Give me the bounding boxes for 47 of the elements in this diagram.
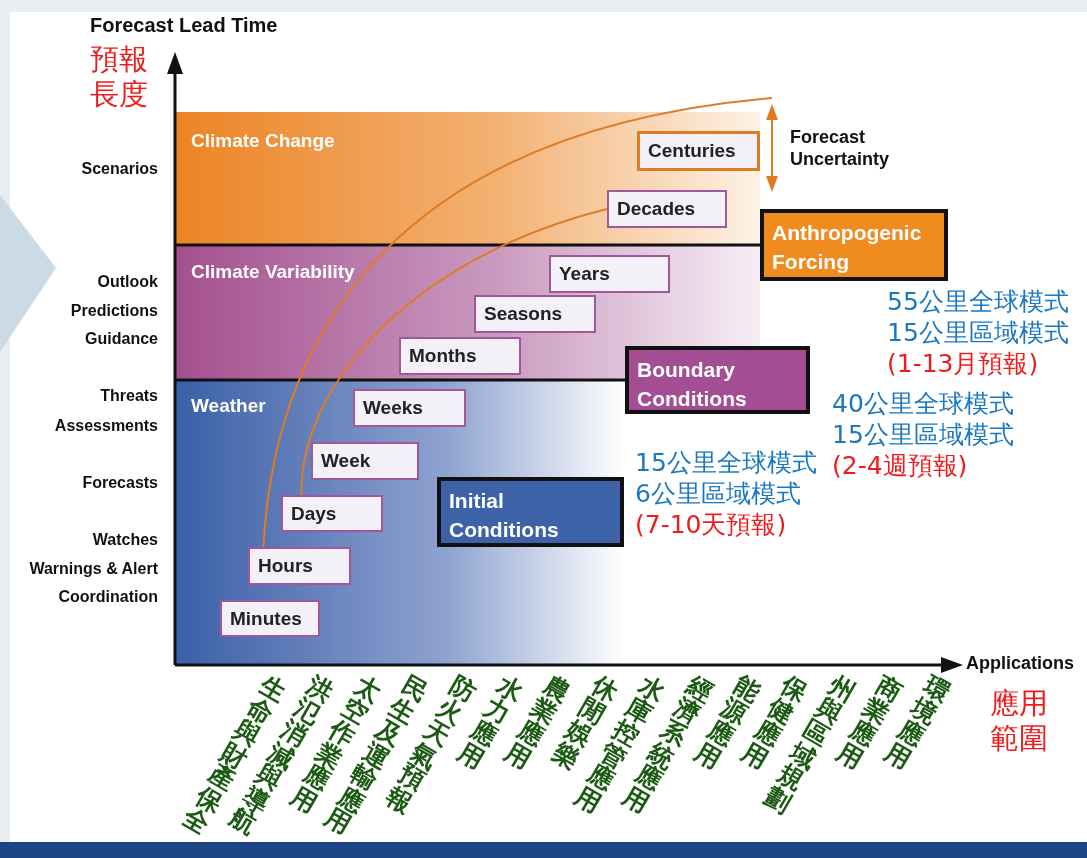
model-note: (2-4週預報): [832, 451, 968, 481]
axis-title: 應用範圍: [990, 686, 1049, 756]
axis-category-label: Assessments: [54, 416, 158, 436]
band-heading: Climate Variability: [191, 261, 355, 283]
time-scale-box: Minutes: [220, 600, 320, 637]
time-scale-box: Centuries: [637, 131, 760, 171]
model-note: 15公里區域模式: [887, 318, 1069, 348]
band-heading: Climate Change: [191, 130, 335, 152]
axis-category-label: Forecasts: [82, 473, 158, 493]
model-note: 55公里全球模式: [887, 287, 1069, 317]
axis-category-label: Predictions: [70, 301, 158, 321]
factor-box: Initial Conditions: [437, 477, 624, 547]
model-note: 15公里區域模式: [832, 420, 1014, 450]
axis-title: Forecast Lead Time: [90, 13, 278, 37]
time-scale-box: Decades: [607, 190, 727, 228]
model-note: 40公里全球模式: [832, 389, 1014, 419]
time-scale-box: Seasons: [474, 295, 596, 333]
model-note: 6公里區域模式: [635, 479, 801, 509]
zone-band: [175, 245, 760, 380]
zone-band: [175, 112, 760, 245]
band-heading: Weather: [191, 395, 266, 417]
model-note: 15公里全球模式: [635, 448, 817, 478]
annotation-text: Forecast Uncertainty: [790, 127, 891, 171]
axis-category-label: Threats: [100, 386, 158, 406]
zone-band: [175, 380, 625, 665]
time-scale-box: Weeks: [353, 389, 466, 427]
boundary-line: [175, 243, 760, 247]
axis-category-label: Warnings & Alert: [29, 559, 158, 579]
axis-category-label: Coordination: [58, 587, 158, 607]
axis-title: Applications: [966, 653, 1074, 675]
axis-category-label: Scenarios: [81, 159, 158, 179]
model-note: (7-10天預報): [635, 510, 787, 540]
factor-box: Anthropogenic Forcing: [760, 209, 948, 281]
forecast-curve: [300, 208, 608, 496]
time-scale-box: Days: [281, 495, 383, 532]
axis-title: 預報長度: [90, 42, 149, 112]
time-scale-box: Months: [399, 337, 521, 375]
model-note: (1-13月預報): [887, 349, 1039, 379]
axis-category-label: Guidance: [85, 329, 158, 349]
time-scale-box: Week: [311, 442, 419, 480]
time-scale-box: Hours: [248, 547, 351, 585]
axis-category-label: Watches: [92, 530, 158, 550]
forecast-curve: [262, 97, 773, 548]
time-scale-box: Years: [549, 255, 670, 293]
boundary-line: [175, 378, 625, 382]
factor-box: Boundary Conditions: [625, 346, 810, 414]
axis-category-label: Outlook: [97, 272, 158, 292]
